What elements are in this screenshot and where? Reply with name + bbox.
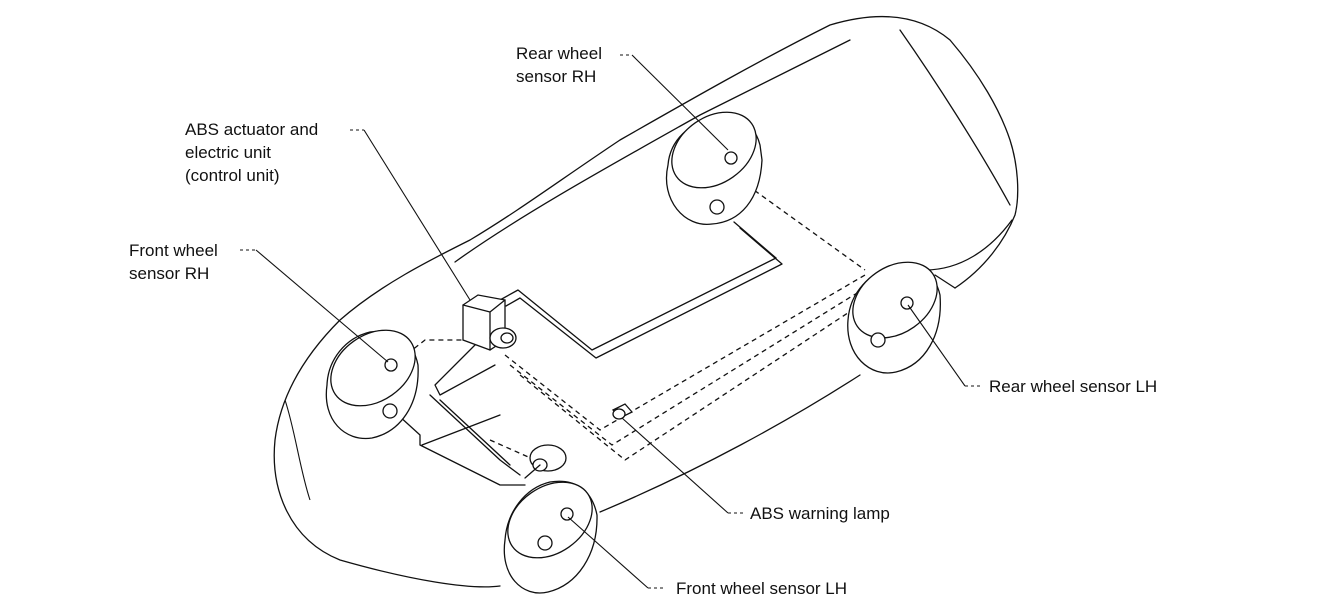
car-front-bumper (284, 399, 311, 501)
label-front-wheel-sensor-lh: Front wheel sensor LH (676, 579, 848, 598)
label-abs-actuator: ABS actuator and electric unit (control … (185, 118, 318, 187)
label-rear-wheel-sensor-lh: Rear wheel sensor LH (989, 377, 1158, 396)
leader-warning-lamp (621, 417, 729, 514)
label-actuator-line-3: (control unit) (185, 166, 280, 185)
harness-dashed-rear (504, 274, 866, 431)
wheel-front-rh (325, 329, 419, 440)
abs-warning-lamp (611, 403, 634, 420)
label-rear-rh-line-1: Rear wheel (516, 44, 602, 63)
label-abs-warning-lamp: ABS warning lamp (750, 504, 890, 523)
label-rear-wheel-sensor-rh: Rear wheel sensor RH (516, 42, 602, 88)
wheel-rear-lh (847, 261, 941, 374)
label-front-rh-line-2: sensor RH (129, 264, 210, 283)
car-roof-line (454, 39, 851, 263)
wheel-rear-rh (665, 111, 763, 225)
car-body-outline (273, 16, 1019, 588)
label-front-wheel-sensor-rh: Front wheel sensor RH (129, 239, 218, 285)
car-window-line (899, 29, 1011, 206)
car-rear-line (924, 219, 1013, 289)
label-front-rh-line-1: Front wheel (129, 241, 218, 260)
harness-front (434, 339, 496, 396)
label-rear-rh-line-2: sensor RH (516, 67, 597, 86)
wheel-front-lh (503, 480, 598, 594)
car-body-lower-edge (599, 374, 861, 513)
label-actuator-line-1: ABS actuator and (185, 120, 319, 139)
leader-front-lh (567, 516, 649, 589)
label-actuator-line-2: electric unit (185, 143, 271, 162)
harness-rear-rh (499, 257, 777, 351)
leader-rear-lh (907, 304, 966, 387)
